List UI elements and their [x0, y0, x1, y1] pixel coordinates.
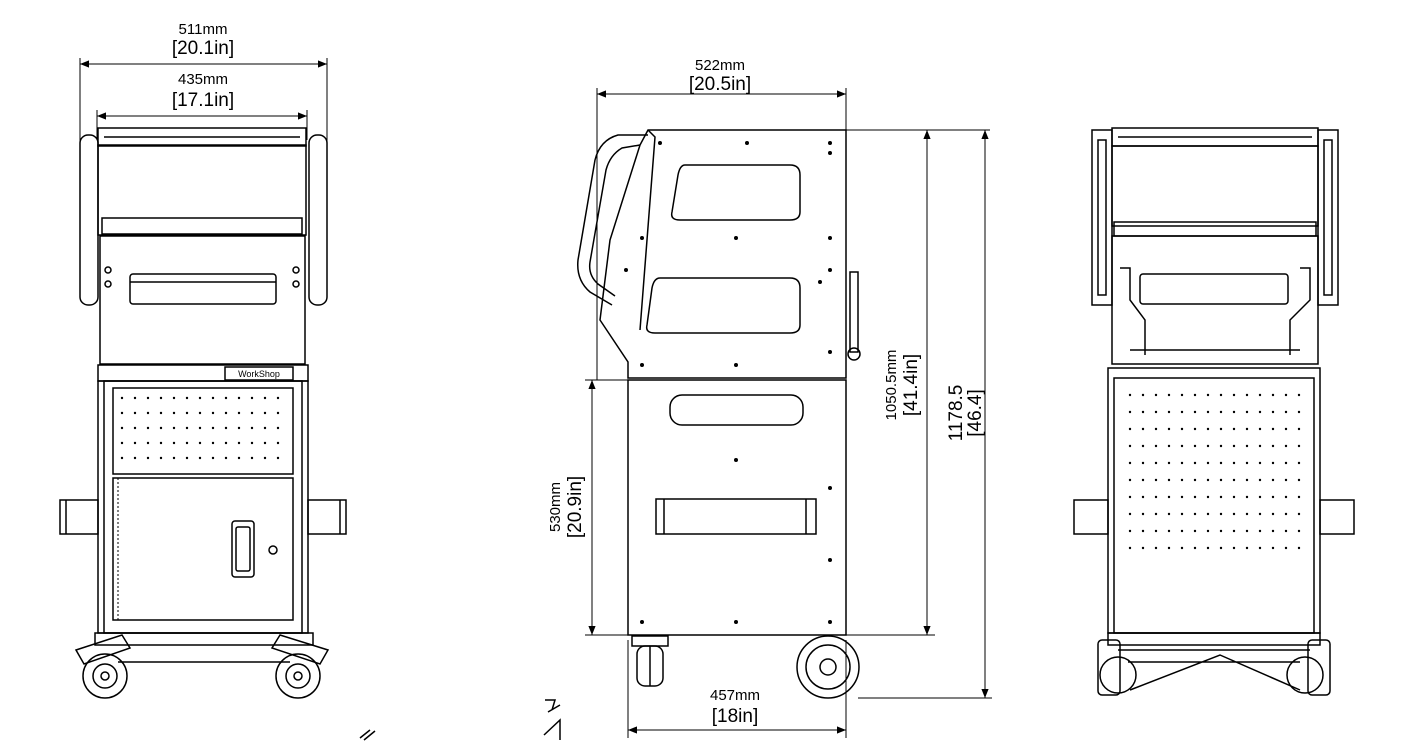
dim-front-inner-in: [17.1in] — [172, 90, 234, 111]
dim-overall-height-in: [46.4] — [965, 389, 986, 437]
brand-plate: WorkShop — [238, 369, 280, 379]
dim-side-body-mm: 1050.5mm — [883, 350, 900, 421]
dim-side-body-in: [41.4in] — [901, 354, 922, 416]
dim-overall-height-mm: 1178.5 — [946, 385, 967, 442]
side-bolts — [624, 141, 832, 624]
dim-side-lower-mm: 530mm — [547, 482, 564, 532]
dim-side-base-in: [18in] — [712, 706, 758, 727]
front-view — [59, 58, 376, 741]
dim-front-overall-mm: 511mm — [179, 21, 228, 38]
rear-view — [1073, 127, 1355, 696]
dim-side-top-mm: 522mm — [695, 57, 745, 74]
dim-side-base-mm: 457mm — [710, 687, 760, 704]
dim-front-overall-in: [20.1in] — [172, 38, 234, 59]
front-pegboard-holes — [120, 396, 280, 460]
dim-front-inner-mm: 435mm — [178, 71, 228, 88]
side-view — [543, 88, 861, 740]
rear-pegboard-holes — [1128, 393, 1301, 550]
dim-side-lower-in: [20.9in] — [565, 476, 586, 538]
dim-side-top-in: [20.5in] — [689, 74, 751, 95]
